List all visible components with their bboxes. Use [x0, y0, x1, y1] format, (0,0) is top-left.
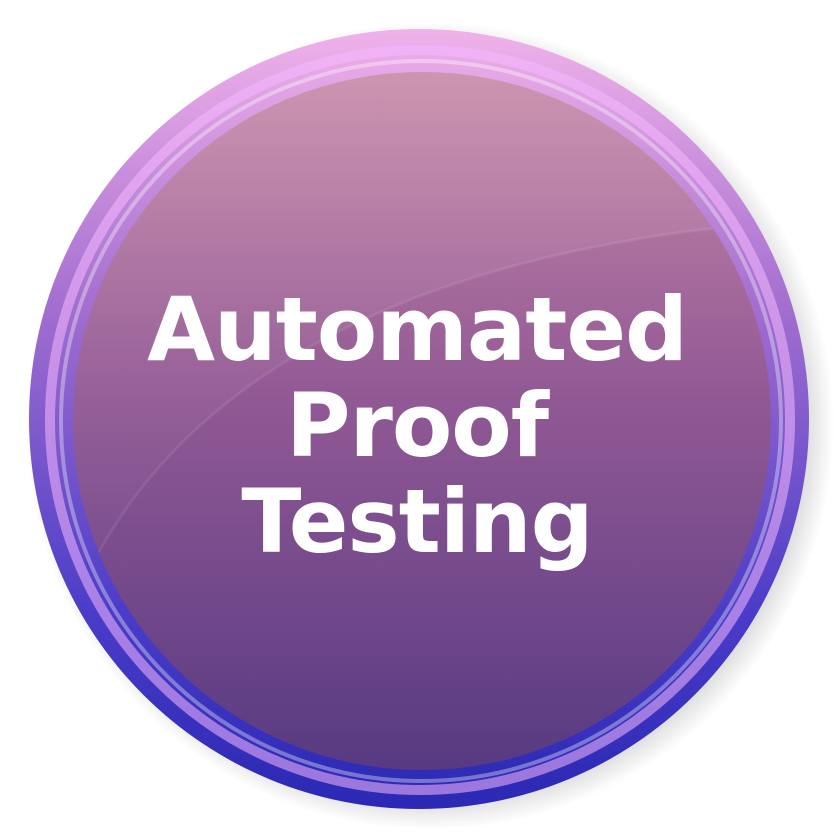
badge-label-line-1: Automated	[146, 278, 688, 381]
badge-rim-highlight	[59, 59, 783, 783]
badge-label-line-2: Proof	[285, 374, 549, 477]
badge-gloss-edge	[73, 218, 771, 641]
badge-label-line-3: Testing	[241, 470, 593, 573]
badge-rim-glow	[45, 45, 795, 795]
badge-label: Automated Proof Testing	[117, 282, 717, 570]
badge-gloss	[73, 72, 771, 640]
